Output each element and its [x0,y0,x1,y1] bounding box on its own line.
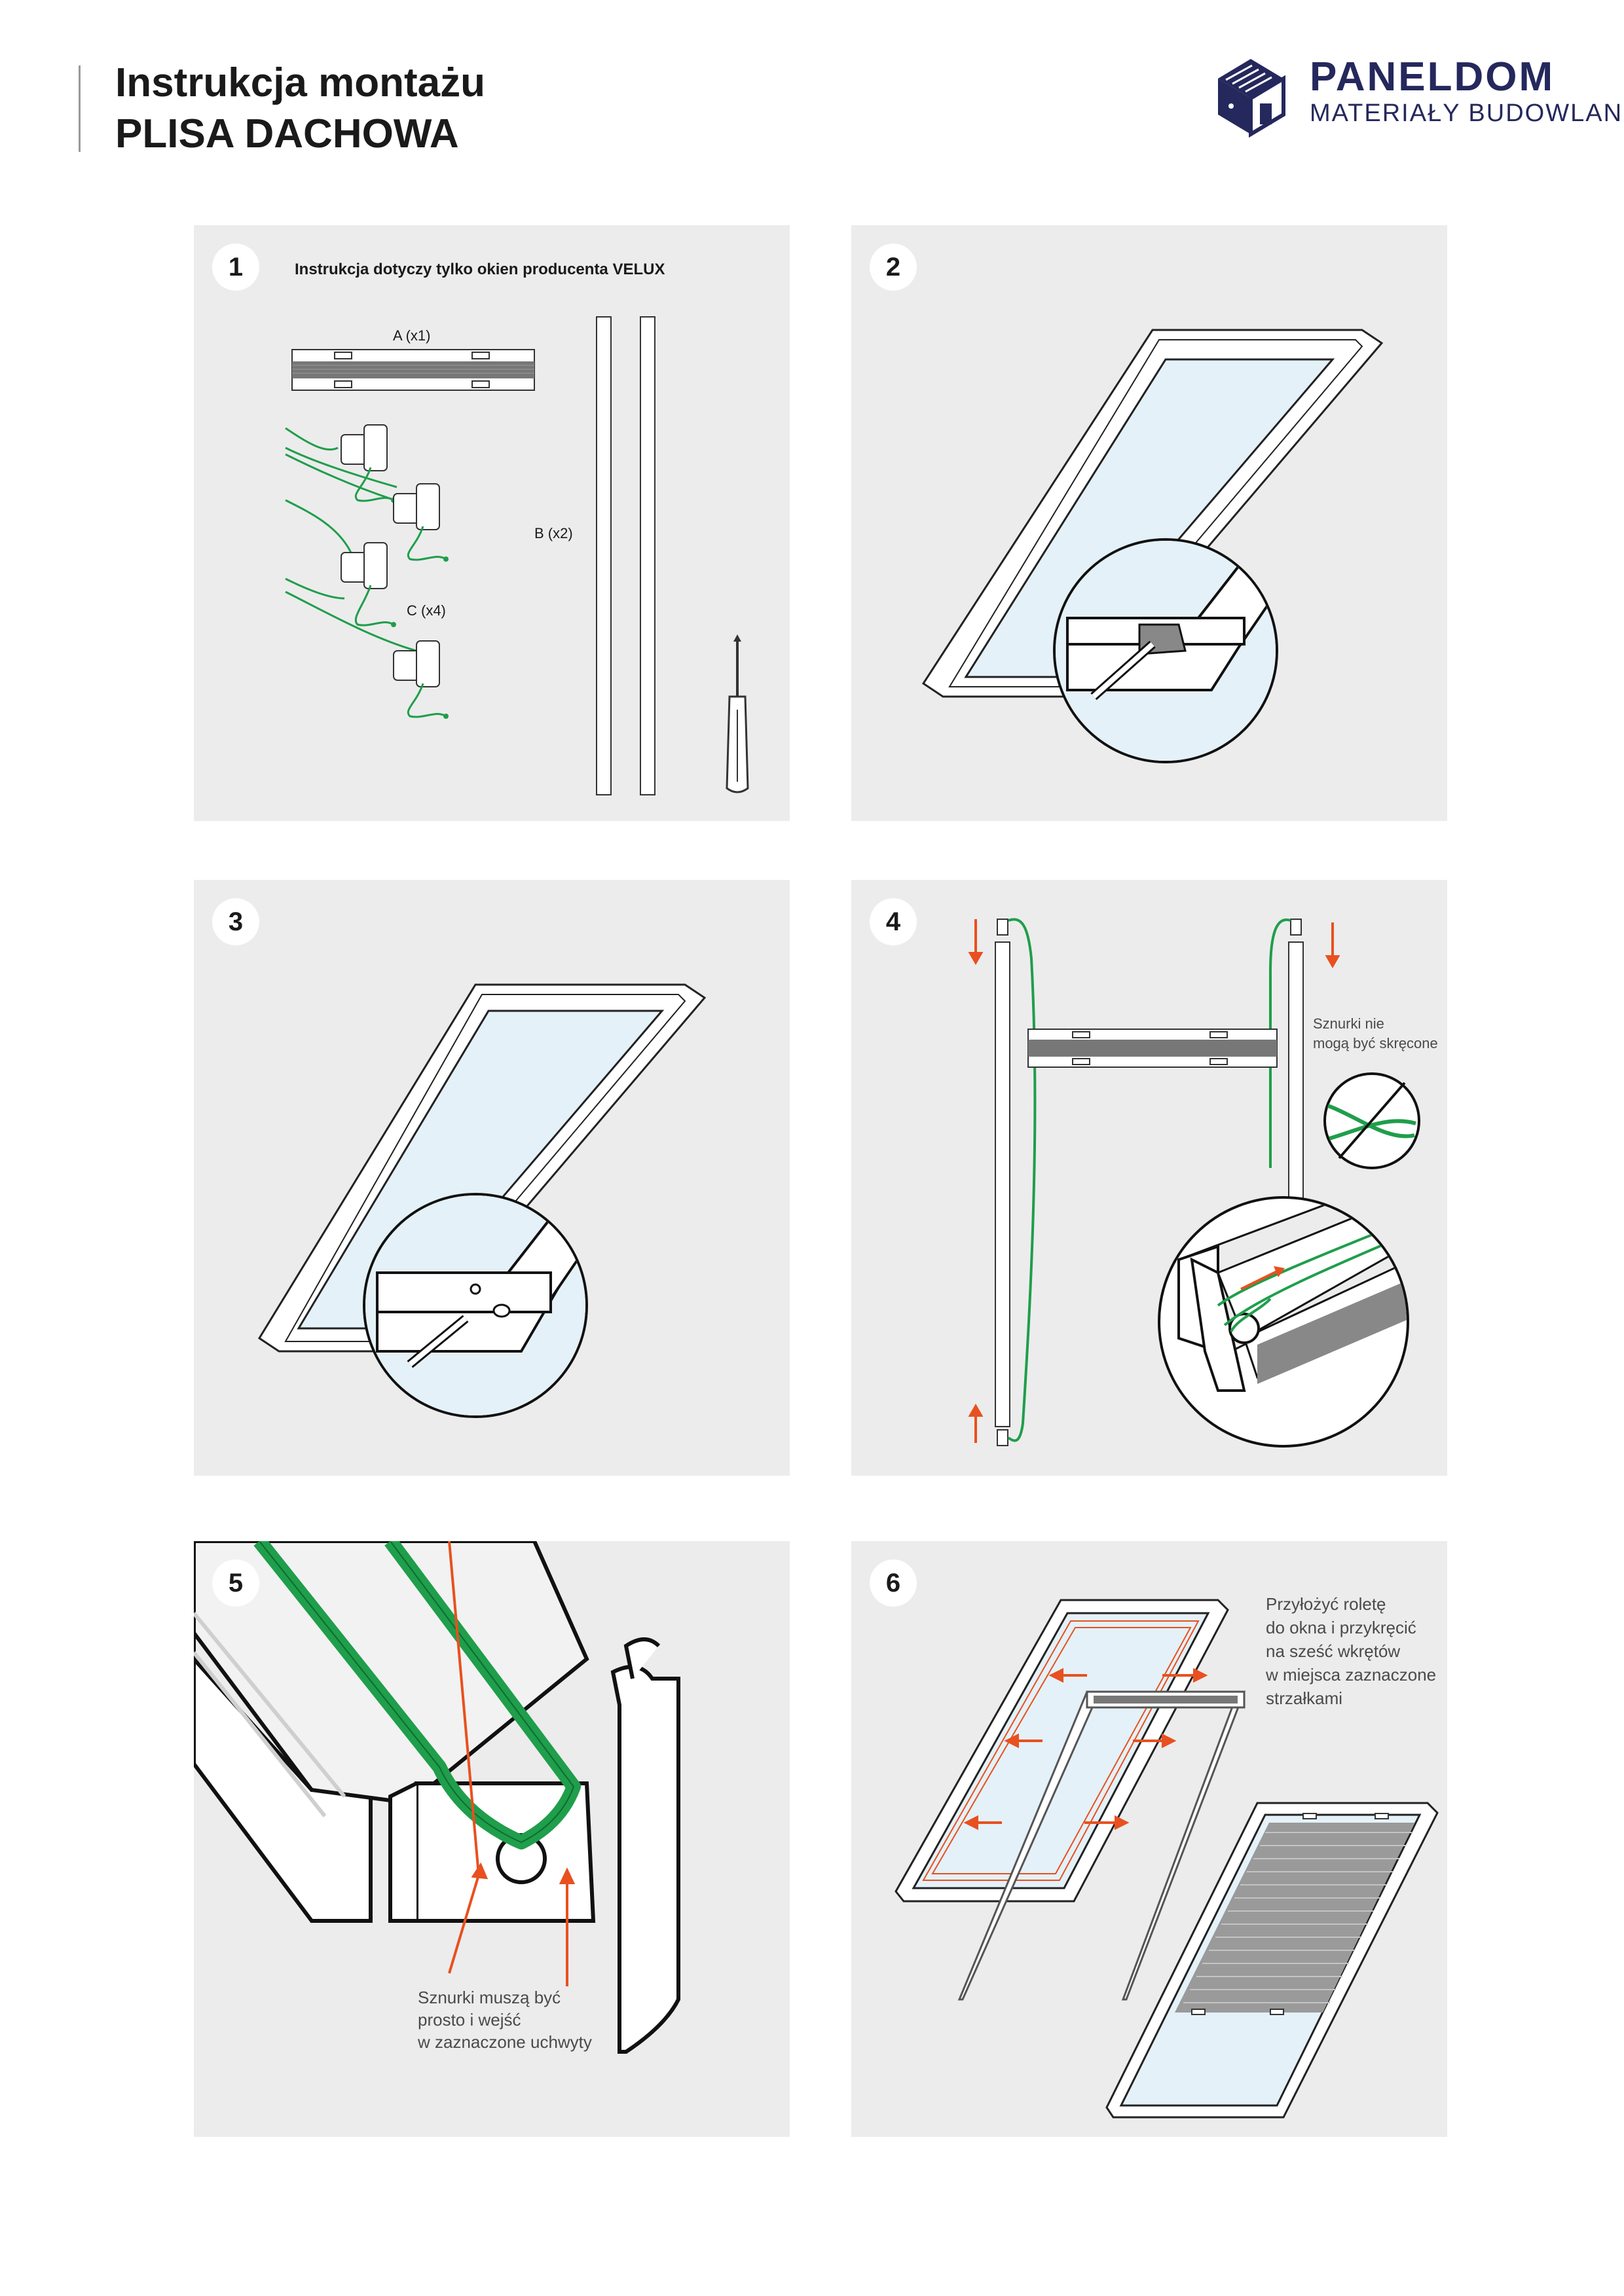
title-divider [79,65,81,152]
step-5-note-line1: Sznurki muszą być [418,1988,561,2007]
part-a-headrail [291,349,535,391]
screw-arrows [963,1667,1208,1831]
page-title-line1: Instrukcja montażu [115,60,485,105]
step-4-note-line1: Sznurki nie [1313,1015,1384,1032]
step-6-note-line4: w miejsca zaznaczone [1266,1665,1437,1685]
step-6-note-line3: na sześć wkrętów [1266,1641,1401,1661]
step-4-note: Sznurki nie mogą być skręcone [1313,1014,1438,1053]
brand-name: PANELDOM [1310,54,1555,100]
page-title-line2: PLISA DACHOWA [115,111,459,156]
step-number: 1 [212,244,259,291]
part-b-side-rails [596,316,655,795]
step-4-panel: 4 Sznurki nie mogą być skręcone [851,880,1447,1476]
part-c-brackets [285,424,449,719]
step-1-note: Instrukcja dotyczy tylko okien producent… [295,261,665,278]
step-6-note: Przyłożyć roletę do okna i przykręcić na… [1266,1592,1436,1710]
cord-detail-illustration [194,1541,680,2054]
step-6-panel: 6 Przyłożyć roletę do okna i przykręcić … [851,1541,1447,2137]
threading-cords-illustration [968,918,1420,1448]
step-number: 5 [212,1559,259,1607]
step-number: 6 [870,1559,917,1607]
page-title: Instrukcja montażu PLISA DACHOWA [115,58,485,160]
label-part-b: B (x2) [534,525,573,541]
pointer-arrows [448,1541,576,1986]
step-number: 2 [870,244,917,291]
step-6-note-line5: strzałkami [1266,1688,1343,1708]
parts-illustration [285,316,749,795]
mounting-illustration [895,1599,1439,2119]
step-6-note-line2: do okna i przykręcić [1266,1618,1416,1637]
twisted-cords-warning-icon [1323,1072,1420,1169]
direction-arrows [968,919,1340,1443]
step-6-note-line1: Przyłożyć roletę [1266,1594,1386,1614]
screwdriver-icon [726,634,749,793]
step-5-note: Sznurki muszą być prosto i wejść w zazna… [418,1986,592,2053]
label-part-c: C (x4) [407,602,446,619]
step-2-panel: 2 [851,225,1447,821]
brand-subtitle: MATERIAŁY BUDOWLANE [1310,100,1624,127]
step-1-panel: 1 Instrukcja dotyczy tylko okien produce… [194,225,790,821]
step-number: 4 [870,898,917,945]
house-box-icon [1218,59,1285,137]
step-number: 3 [212,898,259,945]
step-5-note-line3: w zaznaczone uchwyty [418,2032,592,2052]
window-remove-cover-illustration [921,329,1384,763]
label-part-a: A (x1) [393,327,431,344]
step-4-note-line2: mogą być skręcone [1313,1035,1438,1051]
step-3-panel: 3 [194,880,790,1476]
step-5-panel: 5 Sznurki muszą być prosto i wejść w zaz… [194,1541,790,2137]
brand-logo: PANELDOM MATERIAŁY BUDOWLANE [1211,52,1624,137]
step-5-note-line2: prosto i wejść [418,2010,521,2030]
window-unscrew-illustration [257,983,707,1418]
